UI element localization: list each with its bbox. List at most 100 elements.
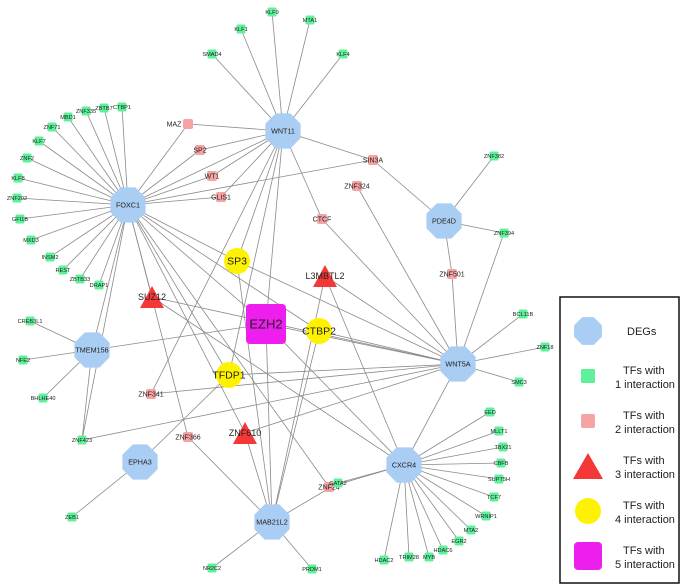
node-label-sin3a: SIN3A [363,157,384,164]
node-creb3l1[interactable]: CREB3L1 [18,316,43,326]
node-bcl11b[interactable]: BCL11B [513,309,534,319]
node-ezh2[interactable]: EZH2 [246,304,286,344]
node-nr2c2[interactable]: NR2C2 [203,563,221,573]
node-shape-znf335 [81,106,91,116]
node-klf1[interactable]: KLF1 [234,24,248,34]
node-nfe2[interactable]: NFE2 [16,355,30,365]
node-sp3[interactable]: SP3 [224,248,250,274]
node-bhlhe40[interactable]: BHLHE40 [31,393,56,403]
node-zbtb7[interactable]: ZBTB7 [95,103,113,113]
node-cxcr4[interactable]: CXCR4 [386,447,422,483]
node-wt1[interactable]: WT1 [205,171,220,181]
node-znf382[interactable]: ZNF382 [484,151,504,161]
node-mab21l2[interactable]: MAB21L2 [254,504,290,540]
node-ctcf[interactable]: CTCF [313,214,332,224]
edge-cxcr4-l3mbtl2 [324,275,405,466]
node-drap1[interactable]: DRAP1 [90,280,109,290]
legend-swatch-tf4 [575,498,601,524]
node-hdac6[interactable]: HDAC6 [434,545,453,555]
node-label-glis1: GLIS1 [211,194,231,201]
edge-mab21l2-sp3 [236,260,273,523]
node-znf423[interactable]: ZNF423 [72,435,92,445]
node-rest[interactable]: REST [56,265,72,275]
node-shape-sp3 [224,248,250,274]
node-myb[interactable]: MYB [423,552,435,562]
node-epha3[interactable]: EPHA3 [122,444,158,480]
node-tfdp1[interactable]: TFDP1 [212,362,246,388]
node-znf324[interactable]: ZNF324 [344,181,370,191]
node-klf7[interactable]: KLF7 [32,136,46,146]
node-insm2[interactable]: INSM2 [41,252,59,262]
edge-cxcr4-ezh2 [265,323,405,466]
node-supt5h[interactable]: SUPT5H [488,474,510,484]
node-shape-znf366 [183,432,193,442]
node-znf341[interactable]: ZNF341 [138,389,164,399]
node-znf71[interactable]: ZNF71 [43,122,61,132]
node-znf501[interactable]: ZNF501 [439,269,465,279]
node-znf335[interactable]: ZNF335 [76,106,96,116]
edge-cxcr4-suz12 [151,296,405,466]
node-label-insm2: INSM2 [41,255,58,261]
node-klf8[interactable]: KLF8 [11,173,25,183]
node-klf4[interactable]: KLF4 [336,49,350,59]
node-gfi1b[interactable]: GFI1B [12,214,28,224]
edge-wnt11-tfdp1 [228,130,284,376]
node-ctbp1[interactable]: CTBP1 [113,102,131,112]
node-glis1[interactable]: GLIS1 [211,192,231,202]
node-zeb1[interactable]: ZEB1 [65,512,79,522]
node-eed[interactable]: EED [484,407,496,417]
node-maz[interactable]: MAZ [167,119,193,129]
node-wnt11[interactable]: WNT11 [265,113,301,149]
node-tmem156[interactable]: TMEM156 [74,332,110,368]
node-mbd1[interactable]: MBD1 [60,112,76,122]
node-cbfb[interactable]: CBFB [494,458,509,468]
node-tcf7[interactable]: TCF7 [487,492,501,502]
node-znf18[interactable]: ZNF18 [536,342,554,352]
node-shape-mab21l2 [254,504,290,540]
node-mllt1[interactable]: MLLT1 [491,426,508,436]
node-hdac2[interactable]: HDAC2 [375,555,394,565]
node-smc3[interactable]: SMC3 [511,377,527,387]
node-label-klf8: KLF8 [11,176,24,182]
node-znf202[interactable]: ZNF202 [7,193,27,203]
node-shape-smc3 [514,377,524,387]
node-label-suz12: SUZ12 [138,292,166,302]
node-shape-hdac6 [438,545,448,555]
node-znf366[interactable]: ZNF366 [175,432,201,442]
node-shape-ctbp2 [306,318,332,344]
node-l3mbtl2[interactable]: L3MBTL2 [305,265,345,287]
node-znf24[interactable]: ZNF24 [318,482,340,492]
node-prdm1[interactable]: PRDM1 [302,564,322,574]
node-gata2[interactable]: GATA2 [329,478,347,488]
node-suz12[interactable]: SUZ12 [138,286,166,308]
node-egr2[interactable]: EGR2 [451,536,467,546]
node-shape-mta2 [466,525,476,535]
node-trim28[interactable]: TRIM28 [399,552,419,562]
node-shape-pde4d [426,203,462,239]
node-wrnip1[interactable]: WRNIP1 [475,511,497,521]
node-label-zeb1: ZEB1 [65,515,79,521]
edge-mab21l2-znf366 [187,436,273,523]
edge-wnt5a-cxcr4 [403,363,459,466]
node-mta2[interactable]: MTA2 [464,525,479,535]
node-ctbp2[interactable]: CTBP2 [302,318,336,344]
node-label-mta1: MTA1 [303,18,318,24]
node-znf394[interactable]: ZNF394 [494,228,514,238]
node-tbx21[interactable]: TBX21 [494,442,512,452]
node-foxc1[interactable]: FOXC1 [110,187,146,223]
node-mxd3[interactable]: MXD3 [23,235,39,245]
node-wnt5a[interactable]: WNT5A [440,346,476,382]
node-mta1[interactable]: MTA1 [303,15,318,25]
node-pde4d[interactable]: PDE4D [426,203,462,239]
node-label-wt1: WT1 [205,173,220,180]
node-znf2[interactable]: ZNF2 [20,153,34,163]
node-shape-wnt5a [440,346,476,382]
node-sp2[interactable]: SP2 [193,145,207,155]
node-znf610[interactable]: ZNF610 [229,422,262,444]
node-smad4[interactable]: SMAD4 [202,49,222,59]
node-sin3a[interactable]: SIN3A [363,155,384,165]
node-label-mbd1: MBD1 [60,115,76,121]
node-zbtb33[interactable]: ZBTB33 [70,274,91,284]
node-klf9[interactable]: KLF9 [265,7,279,17]
